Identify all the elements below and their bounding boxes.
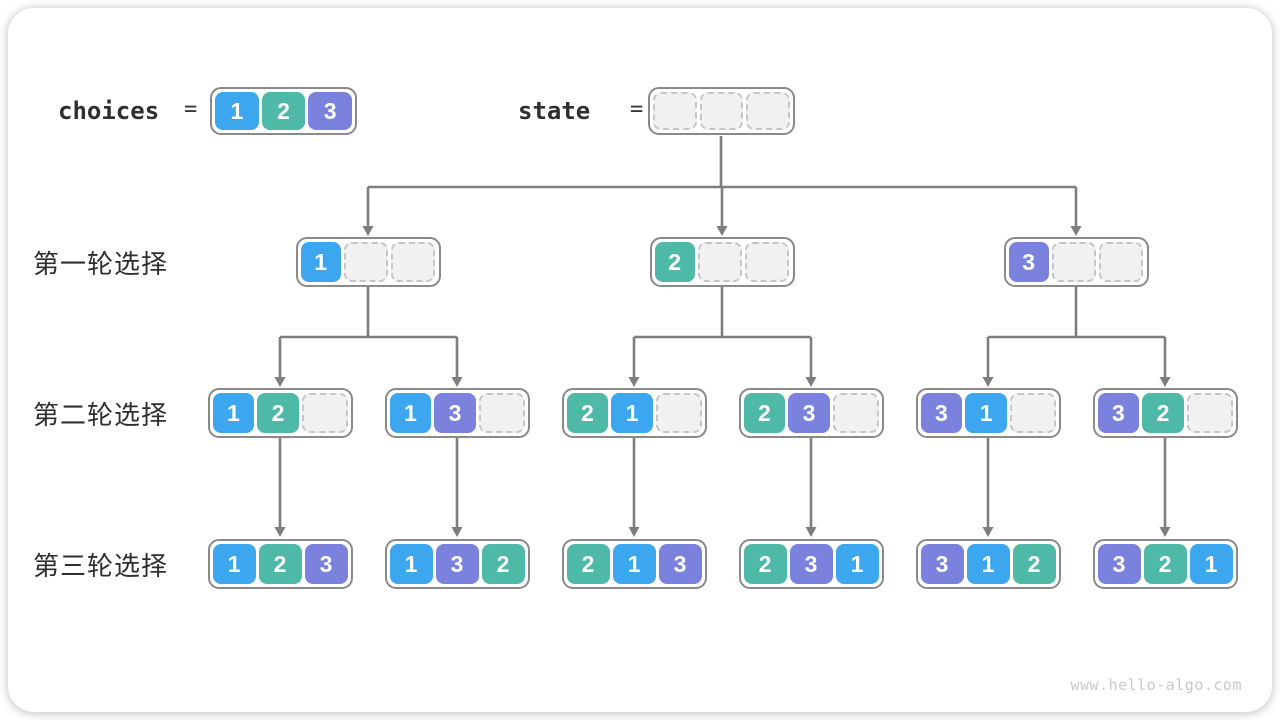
round-2-label: 第二轮选择: [33, 399, 169, 430]
value-cell-1: 1: [212, 393, 255, 433]
value-cell-2: 2: [261, 92, 306, 130]
value-cell-1: 1: [612, 544, 656, 584]
empty-slot: [832, 393, 879, 433]
empty-slot: [391, 242, 436, 282]
empty-slot: [478, 393, 525, 433]
value-cell-1: 1: [1189, 544, 1233, 584]
round-3-label: 第三轮选择: [33, 550, 169, 581]
value-cell-2: 2: [743, 544, 787, 584]
empty-slot: [1186, 393, 1233, 433]
value-cell-2: 2: [258, 544, 302, 584]
round-1-node-2: 2: [649, 237, 795, 287]
empty-slot: [697, 242, 743, 282]
empty-slot: [655, 393, 702, 433]
value-cell-1: 1: [300, 242, 341, 282]
value-cell-1: 1: [389, 544, 433, 584]
value-cell-2: 2: [1143, 544, 1187, 584]
value-cell-3: 3: [434, 393, 476, 433]
empty-slot: [1009, 393, 1056, 433]
empty-slot: [1051, 242, 1097, 282]
value-cell-2: 2: [1012, 544, 1056, 584]
choices-equals-sign: =: [184, 97, 198, 122]
round-1-node-3: 3: [1003, 237, 1149, 287]
value-cell-2: 2: [481, 544, 525, 584]
value-cell-3: 3: [308, 92, 353, 130]
value-cell-3: 3: [788, 393, 830, 433]
value-cell-1: 1: [611, 393, 653, 433]
value-cell-2: 2: [257, 393, 299, 433]
value-cell-2: 2: [743, 393, 786, 433]
state-label: state: [518, 97, 591, 125]
watermark: www.hello-algo.com: [1070, 676, 1242, 694]
round-1-label: 第一轮选择: [33, 248, 169, 279]
value-cell-2: 2: [566, 544, 610, 584]
value-cell-3: 3: [1097, 544, 1141, 584]
value-cell-3: 3: [920, 393, 963, 433]
value-cell-1: 1: [966, 544, 1010, 584]
round-1-node-1: 1: [295, 237, 441, 287]
value-cell-1: 1: [215, 92, 259, 130]
empty-slot: [745, 242, 790, 282]
empty-slot: [1099, 242, 1144, 282]
value-cell-2: 2: [654, 242, 695, 282]
empty-slot: [746, 92, 791, 130]
value-cell-3: 3: [435, 544, 479, 584]
empty-slot: [653, 92, 697, 130]
empty-slot: [343, 242, 389, 282]
value-cell-3: 3: [658, 544, 702, 584]
value-cell-1: 1: [835, 544, 879, 584]
value-cell-1: 1: [389, 393, 432, 433]
state-equals-sign: =: [630, 97, 644, 122]
empty-slot: [301, 393, 348, 433]
value-cell-2: 2: [566, 393, 609, 433]
empty-slot: [699, 92, 744, 130]
value-cell-1: 1: [212, 544, 256, 584]
value-cell-1: 1: [965, 393, 1007, 433]
value-cell-3: 3: [789, 544, 833, 584]
choices-label: choices: [58, 97, 160, 125]
value-cell-3: 3: [304, 544, 348, 584]
value-cell-3: 3: [1008, 242, 1049, 282]
value-cell-3: 3: [920, 544, 964, 584]
state-array-box: [648, 87, 795, 135]
value-cell-2: 2: [1142, 393, 1184, 433]
value-cell-3: 3: [1097, 393, 1140, 433]
